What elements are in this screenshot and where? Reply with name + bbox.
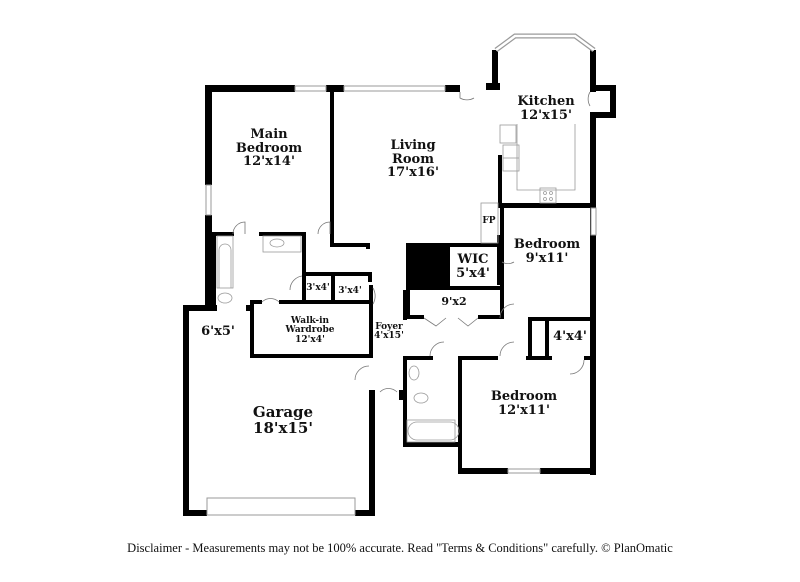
room-label-closet-c: 4'x4' [553, 330, 587, 344]
room-name: Main [250, 127, 288, 142]
room-name: Bedroom [513, 237, 581, 252]
room-label-storage: 6'x5' [201, 325, 235, 339]
room-label-fireplace: FP [482, 216, 496, 226]
room-name: Bedroom [235, 140, 303, 156]
room-name: Foyer [375, 322, 403, 332]
fixtures [216, 124, 576, 443]
room-label-foyer: Foyer 4'x15' [374, 322, 404, 342]
room-label-garage: Garage 18'x15' [252, 403, 314, 437]
room-dims: 9'x2 [441, 295, 467, 308]
room-name: FP [482, 216, 496, 226]
room-label-hall-closet: 9'x2 [441, 296, 466, 308]
doors [232, 91, 591, 393]
room-name: WIC [457, 252, 489, 267]
room-dims: 6'x5' [201, 324, 235, 339]
room-label-closet-a: 3'x4' [306, 283, 330, 293]
room-dims: 3'x4' [338, 286, 362, 296]
room-dims: 12'x15' [520, 107, 572, 123]
room-dims: 9'x11' [525, 250, 569, 266]
room-dims: 17'x16' [387, 165, 439, 181]
room-dims: 4'x15' [374, 331, 404, 342]
room-label-kitchen: Kitchen 12'x15' [517, 95, 574, 122]
room-label-living-room: Living Room 17'x16' [387, 139, 439, 180]
room-name: Wardrobe [285, 325, 335, 336]
room-name: Living [390, 138, 436, 153]
room-label-wic: WIC 5'x4' [456, 253, 490, 280]
room-dims: 12'x14' [243, 154, 295, 170]
room-dims: 5'x4' [456, 265, 490, 281]
room-label-bedroom-2: Bedroom 9'x11' [514, 238, 580, 265]
room-name: Kitchen [517, 94, 575, 109]
room-name: Walk-in [290, 316, 330, 326]
room-dims: 3'x4' [306, 283, 330, 293]
room-dims: 12'x11' [498, 402, 550, 418]
room-label-closet-b: 3'x4' [338, 286, 362, 296]
walls [183, 50, 616, 516]
room-label-walk-in-wardrobe: Walk-in Wardrobe 12'x4' [285, 316, 335, 345]
disclaimer-text: Disclaimer - Measurements may not be 100… [127, 541, 673, 555]
room-dims: 12'x4' [295, 334, 325, 345]
room-label-bedroom-3: Bedroom 12'x11' [491, 390, 557, 417]
room-label-main-bedroom: Main Bedroom 12'x14' [236, 128, 302, 169]
room-dims: 18'x15' [253, 418, 313, 437]
windows [205, 33, 597, 516]
room-dims: 4'x4' [553, 329, 587, 344]
room-name: Bedroom [490, 389, 558, 404]
room-name: Room [392, 151, 434, 167]
room-name: Garage [252, 403, 314, 421]
